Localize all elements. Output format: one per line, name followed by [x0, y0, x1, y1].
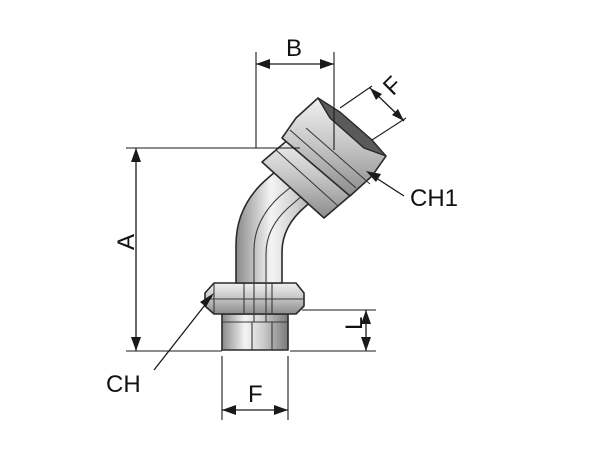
callout-ch1: CH1 — [366, 171, 458, 212]
dimension-a: A — [113, 147, 300, 352]
callout-label-ch1: CH1 — [410, 185, 458, 212]
fitting-body — [204, 97, 387, 351]
swivel-nut-face — [317, 97, 387, 157]
dimension-label-l: L — [341, 317, 368, 330]
bottom-stud — [221, 313, 289, 351]
dimension-l: L — [290, 309, 376, 352]
dimension-label-f-bottom: F — [248, 381, 263, 408]
callout-label-ch: CH — [106, 371, 141, 398]
dimension-b: B — [255, 35, 335, 150]
dimension-f-bottom: F — [221, 356, 289, 420]
dimension-label-f-top: F — [378, 71, 407, 100]
dimension-label-a: A — [113, 234, 140, 250]
callout-ch: CH — [106, 293, 214, 398]
dimension-label-b: B — [286, 35, 302, 62]
